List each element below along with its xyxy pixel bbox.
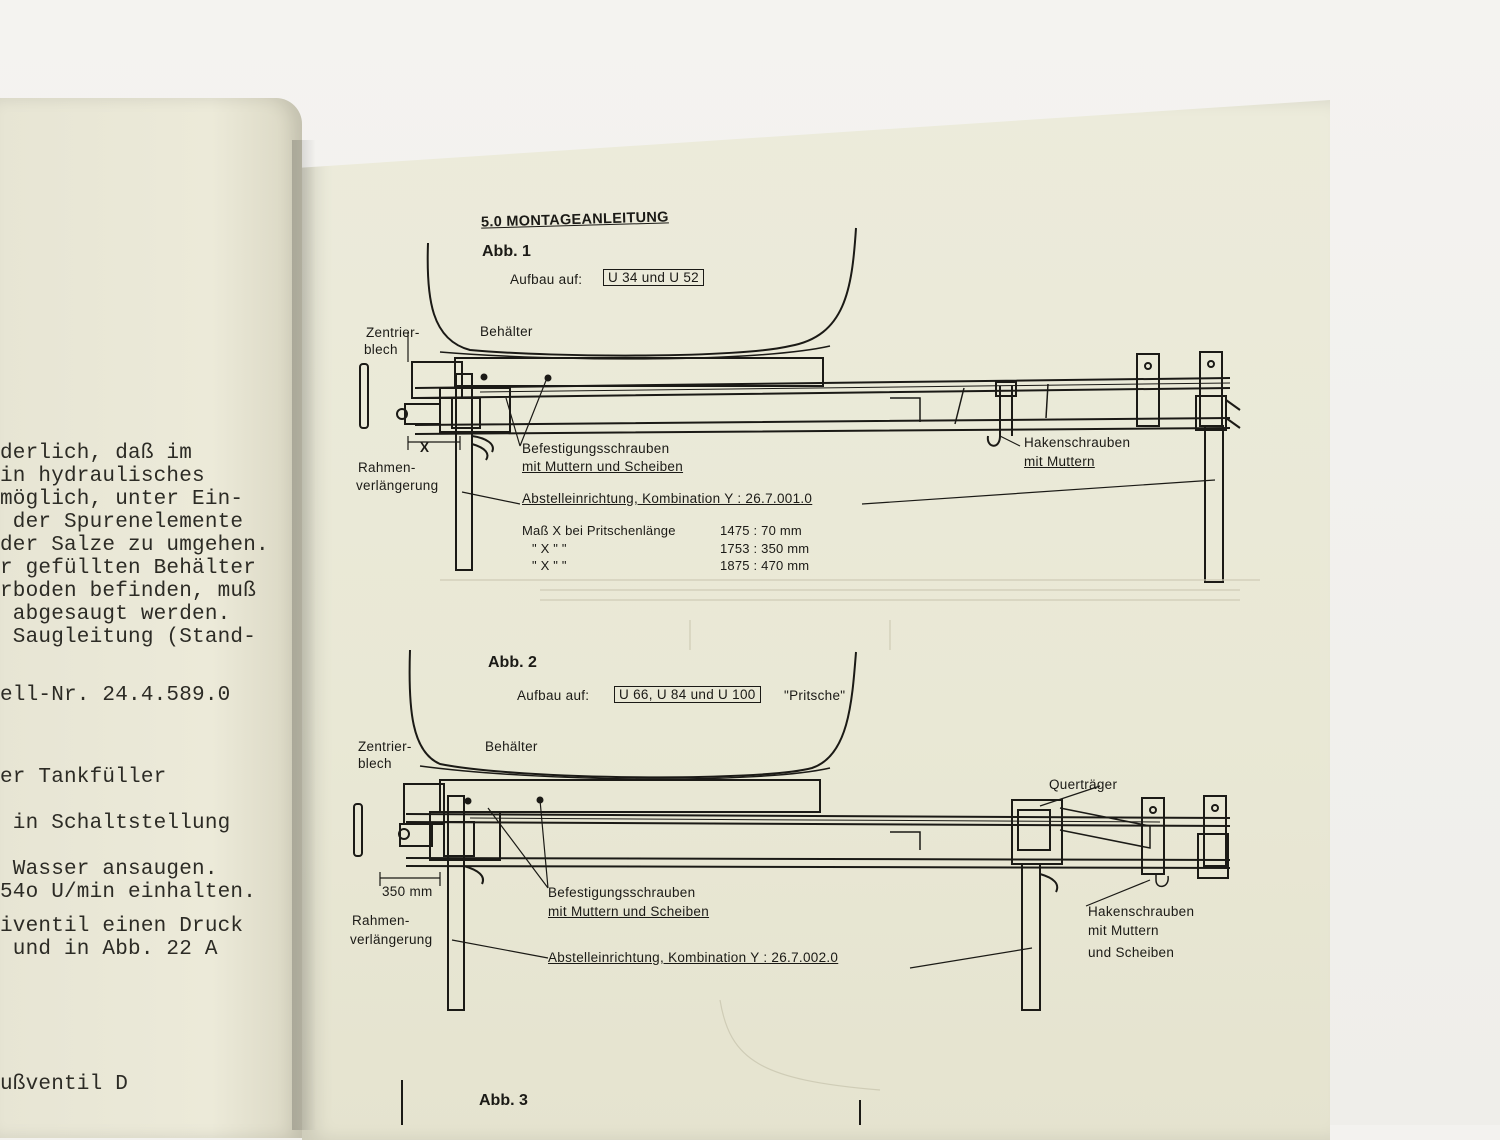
fig1-dim-row-2-label: " X " " — [532, 541, 567, 556]
fig1-frame-ext-2: verlängerung — [356, 478, 439, 493]
fig1-drawing — [359, 227, 1241, 583]
left-line-17: ußventil D — [0, 1073, 129, 1096]
fig1-frame — [414, 377, 1231, 435]
fig2-left-bracket — [403, 783, 445, 825]
left-line-13: Wasser ansaugen. — [0, 858, 218, 881]
left-line-6: r gefüllten Behälter — [0, 557, 257, 580]
left-line-10: ell-Nr. 24.4.589.0 — [0, 684, 231, 707]
left-line-12: in Schaltstellung — [0, 812, 231, 835]
left-line-7: rboden befinden, muß — [0, 580, 257, 603]
fig1-dim-row-3-label: " X " " — [532, 558, 567, 573]
fig2-dim-label: 350 mm — [382, 884, 433, 899]
fig1-dim-row-1-value: 1475 : 70 mm — [720, 523, 802, 538]
fig2-right-stand — [1021, 863, 1041, 1011]
fig2-frame — [405, 813, 1231, 869]
fig2-mount-label: Aufbau auf: — [517, 688, 590, 703]
fig1-mount-label: Aufbau auf: — [510, 272, 583, 287]
fig1-left-stand — [455, 373, 473, 571]
fig2-hook-1: Hakenschrauben — [1088, 904, 1195, 919]
left-line-16: und in Abb. 22 A — [0, 938, 218, 961]
fig1-dim-row-3-value: 1875 : 470 mm — [720, 558, 810, 573]
fig3-title: Abb. 3 — [479, 1092, 528, 1109]
fig2-centering-label-2: blech — [358, 756, 392, 771]
fig2-centering-label-1: Zentrier- — [358, 739, 412, 754]
fig1-x-label: X — [420, 440, 430, 455]
fig2-bolts-2: mit Muttern und Scheiben — [548, 904, 710, 919]
fig1-centering-label-1: Zentrier- — [366, 325, 420, 340]
fig2-mount-suffix: "Pritsche" — [784, 688, 846, 703]
left-line-5: der Salze zu umgehen. — [0, 534, 269, 557]
left-line-3: möglich, unter Ein- — [0, 488, 244, 511]
fig1-tank — [426, 227, 857, 357]
fig2-left-stand — [447, 795, 465, 1011]
fig2-frame-ext-2: verlängerung — [350, 932, 433, 947]
book-gutter — [292, 140, 316, 1130]
fig2-tank-base — [439, 779, 821, 813]
fig1-bolts-1: Befestigungsschrauben — [522, 441, 670, 456]
left-line-15: iventil einen Druck — [0, 915, 244, 938]
fig2-title: Abb. 2 — [488, 654, 537, 671]
fig2-hook-3: und Scheiben — [1088, 945, 1175, 960]
fig2-drawing — [353, 649, 1231, 1011]
fig1-hook-bolt — [986, 386, 1013, 447]
fig1-mount-value: U 34 und U 52 — [603, 269, 704, 286]
right-page — [302, 100, 1330, 1140]
fig2-centering-plate — [353, 803, 363, 857]
fig1-right-stand — [1204, 425, 1224, 583]
fig3-drawing — [401, 1080, 861, 1125]
left-line-2: in hydraulisches — [0, 465, 205, 488]
fig1-stand: Abstelleinrichtung, Kombination Y : 26.7… — [522, 491, 813, 506]
left-line-9: Saugleitung (Stand- — [0, 626, 257, 649]
fig1-left-bracket — [411, 361, 463, 399]
fig1-right-bracket-1 — [1136, 353, 1160, 427]
fig1-dim-row-2-value: 1753 : 350 mm — [720, 541, 810, 556]
fig1-centering-plate — [359, 363, 369, 429]
fig1-centering-label-2: blech — [364, 342, 398, 357]
fig2-right-bracket-1 — [1141, 797, 1165, 875]
fig1-tank-label: Behälter — [480, 324, 533, 339]
left-line-1: derlich, daß im — [0, 442, 193, 465]
fig1-tank-base — [454, 357, 824, 387]
fig2-right-bracket-2 — [1203, 795, 1227, 867]
fig1-hook-1: Hakenschrauben — [1024, 435, 1131, 450]
left-line-4: der Spurenelemente — [0, 511, 244, 534]
fig2-crossbeam: Querträger — [1049, 777, 1118, 792]
left-line-14: 54o U/min einhalten. — [0, 881, 257, 904]
fig1-title: Abb. 1 — [482, 243, 531, 260]
fig2-stand: Abstelleinrichtung, Kombination Y : 26.7… — [548, 950, 839, 965]
fig2-frame-ext-1: Rahmen- — [352, 913, 410, 928]
left-page — [0, 98, 302, 1138]
fig2-tank-label: Behälter — [485, 739, 538, 754]
fig1-frame-ext-1: Rahmen- — [358, 460, 416, 475]
show-through-lines — [440, 579, 1260, 1091]
fig2-mount-value: U 66, U 84 und U 100 — [614, 686, 761, 703]
left-line-8: abgesaugt werden. — [0, 603, 231, 626]
fig1-bolts-2: mit Muttern und Scheiben — [522, 459, 684, 474]
fig2-tank — [408, 649, 857, 779]
fig1-dim-row-1-label: Maß X bei Pritschenlänge — [522, 523, 676, 538]
left-line-11: er Tankfüller — [0, 766, 167, 789]
fig2-bolts-1: Befestigungsschrauben — [548, 885, 696, 900]
fig2-hook-2: mit Muttern — [1088, 923, 1159, 938]
fig1-hook-2: mit Muttern — [1024, 454, 1095, 469]
